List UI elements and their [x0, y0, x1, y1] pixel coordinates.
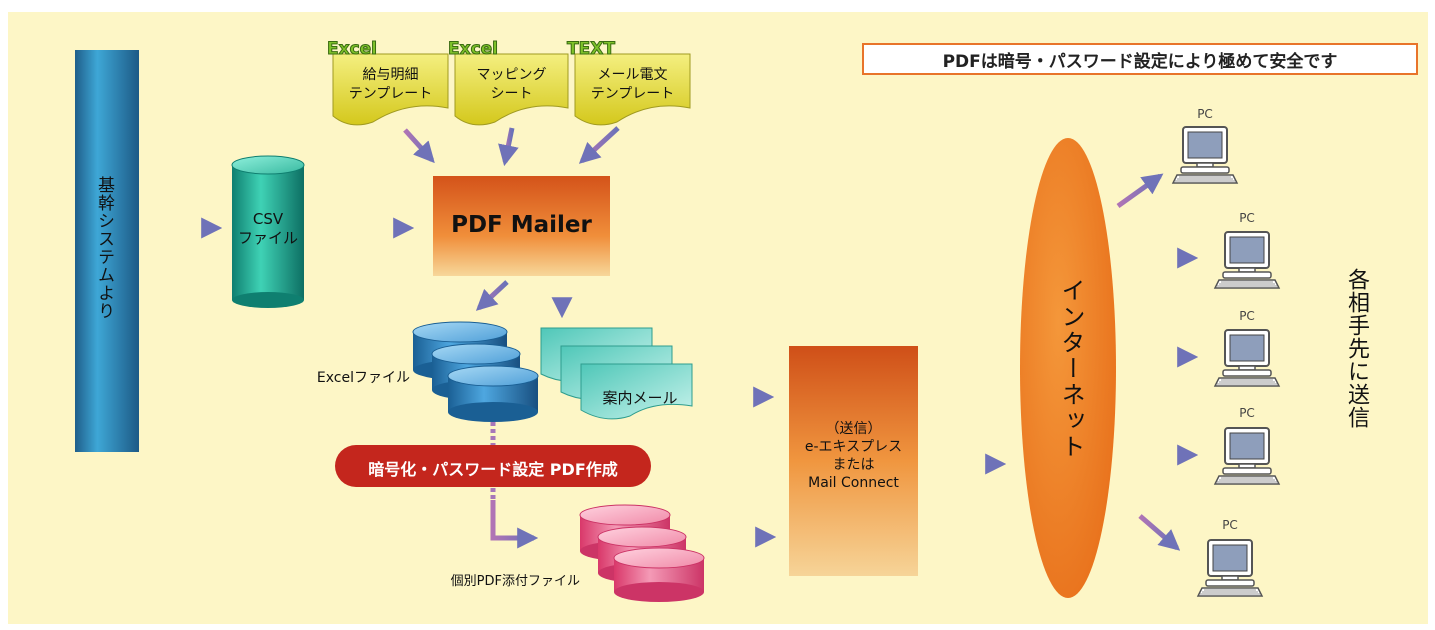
arrow-doc2-to-mailer — [498, 127, 519, 167]
csv-file-cylinder — [231, 155, 305, 308]
pc-2-label: PC — [1239, 211, 1255, 225]
pdf-files-label: 個別PDF添付ファイル — [450, 574, 580, 589]
mail-template-line2: テンプレート — [590, 86, 675, 102]
internet-label: インターネット — [1057, 278, 1085, 460]
doc-tag-excel-1: Excel — [326, 39, 378, 60]
csv-label-line1: CSV — [252, 210, 284, 228]
pc-3-monitor-icon — [1214, 329, 1280, 387]
pdf-mailer-box — [433, 176, 610, 276]
mapping-sheet-line2: シート — [490, 86, 533, 102]
sender-label: （送信） e-エキスプレス または Mail Connect — [789, 420, 918, 492]
arrow-internet-to-pc1 — [1116, 173, 1164, 209]
mapping-sheet-text: マッピング シート — [455, 66, 568, 104]
mail-template-doc — [574, 53, 691, 126]
csv-label-line2: ファイル — [237, 229, 298, 247]
arrow-encrypt-to-pdf — [490, 500, 539, 549]
mail-template-line1: メール電文 — [597, 67, 668, 83]
payslip-template-text: 給与明細 テンプレート — [333, 66, 448, 104]
sender-line2: e-エキスプレス — [804, 439, 903, 455]
recipients-label: 各相手先に送信 — [1344, 268, 1369, 429]
pc-5-monitor-icon — [1197, 539, 1263, 597]
source-system-label: 基幹システムより — [94, 176, 114, 320]
excel-files-label: Excelファイル — [316, 370, 410, 386]
pdf-files-cylinders — [579, 504, 705, 602]
payslip-template-line2: テンプレート — [348, 86, 433, 102]
pc-5-label: PC — [1222, 518, 1238, 532]
sender-line3: または — [832, 457, 875, 473]
excel-files-cylinders — [412, 321, 539, 422]
doc-tag-excel-2: Excel — [447, 39, 499, 60]
diagram-background — [8, 12, 1428, 624]
internet-ellipse — [1020, 138, 1116, 598]
doc-tag-text: TEXT — [567, 39, 616, 60]
pc-3-label: PC — [1239, 309, 1255, 323]
arrow-internet-to-pc5 — [1138, 514, 1181, 551]
payslip-template-line1: 給与明細 — [362, 67, 419, 83]
mapping-sheet-doc — [454, 53, 569, 126]
guide-mail-label: 案内メール — [602, 389, 678, 407]
arrow-doc1-to-mailer — [403, 128, 435, 164]
sender-line4: Mail Connect — [808, 475, 899, 491]
guide-mail-stack — [540, 327, 693, 420]
mail-template-text: メール電文 テンプレート — [575, 66, 690, 104]
security-notice-text: PDFは暗号・パスワード設定により極めて安全です — [942, 51, 1338, 72]
pc-1-monitor-icon — [1172, 126, 1238, 184]
security-notice: PDFは暗号・パスワード設定により極めて安全です — [862, 43, 1418, 75]
arrow-doc3-to-mailer — [578, 126, 620, 164]
encrypt-pill — [335, 445, 651, 487]
source-system-bar — [75, 50, 139, 452]
sender-box — [789, 346, 918, 576]
pc-4-monitor-icon — [1214, 427, 1280, 485]
pc-2-monitor-icon — [1214, 231, 1280, 289]
arrow-mailer-to-excel — [475, 280, 509, 311]
pdf-mailer-label: PDF Mailer — [451, 212, 592, 238]
encrypt-label: 暗号化・パスワード設定 PDF作成 — [368, 460, 618, 479]
mapping-sheet-line1: マッピング — [476, 67, 547, 83]
sender-line1: （送信） — [825, 421, 882, 437]
pc-4-label: PC — [1239, 406, 1255, 420]
csv-label: CSV ファイル — [232, 210, 304, 248]
payslip-template-doc — [332, 53, 449, 126]
pc-1-label: PC — [1197, 107, 1213, 121]
